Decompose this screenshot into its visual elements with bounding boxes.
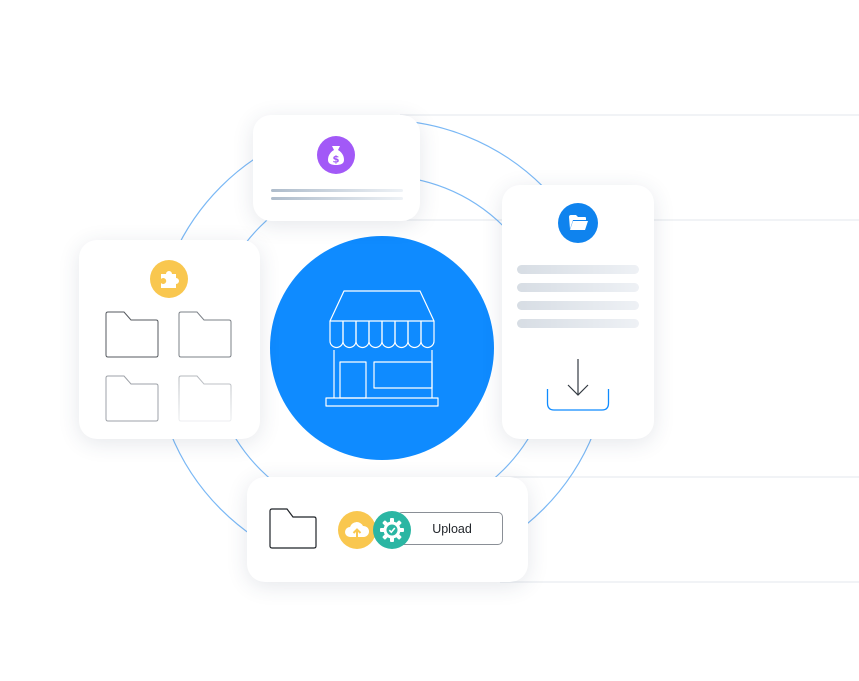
gear-check-badge [373,511,411,549]
folder-icon [178,311,232,358]
storefront-icon [325,290,439,407]
plugins-card [79,240,260,439]
documents-card [502,185,654,439]
document-text-lines [517,265,639,337]
folder-grid [104,311,236,426]
folder-icon [105,311,159,358]
text-line [517,319,639,328]
text-line [517,283,639,292]
open-folder-badge [558,203,598,243]
puzzle-badge [150,260,188,298]
folder-icon [105,375,159,422]
text-line [517,265,639,274]
gear-check-icon [380,518,404,542]
money-bag-badge: $ [317,136,355,174]
puzzle-piece-icon [161,271,179,288]
upload-card: Upload [247,477,528,582]
money-card: $ [253,115,420,221]
text-line [271,189,403,192]
text-line [271,197,403,200]
open-folder-icon [569,215,588,230]
cloud-upload-badge [338,511,376,549]
money-text-lines [271,189,403,205]
download-tray-icon[interactable] [546,355,610,413]
download-tray[interactable] [546,355,610,418]
upload-button[interactable]: Upload [397,512,503,545]
text-line [517,301,639,310]
cloud-upload-icon [345,522,370,539]
folder-icon [178,375,232,422]
money-bag-icon: $ [328,146,344,166]
dollar-sign: $ [333,155,340,166]
folder-outline-icon [269,508,317,549]
center-circle [270,236,494,460]
